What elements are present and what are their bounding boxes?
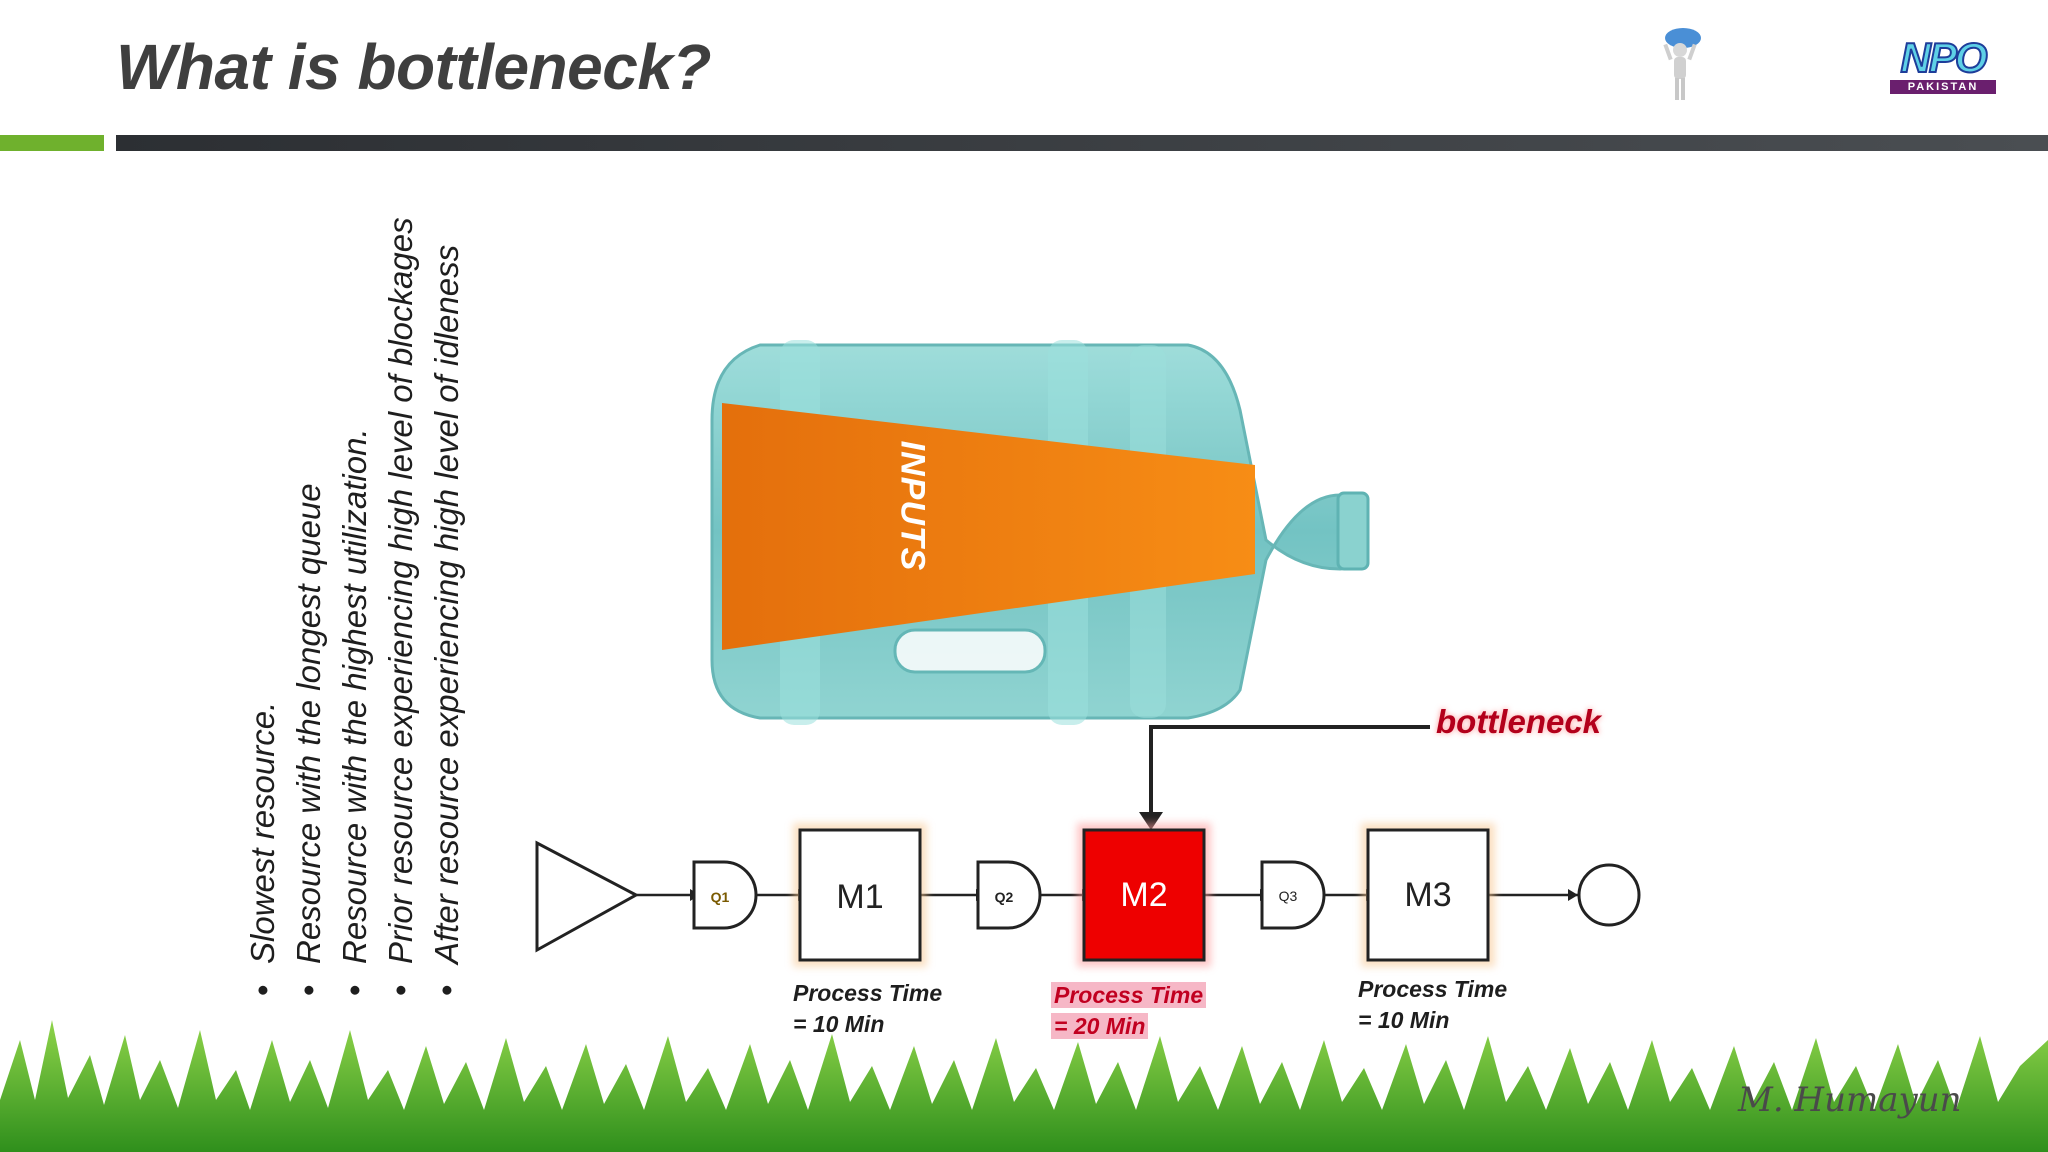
inputs-funnel bbox=[722, 403, 1255, 650]
slide-title: What is bottleneck? bbox=[116, 31, 712, 103]
machine-m1: M1 bbox=[793, 823, 927, 967]
m3-process-time: Process Time = 10 Min bbox=[1358, 974, 1507, 1036]
bottleneck-arrow bbox=[1139, 725, 1430, 830]
process-time-label: Process Time bbox=[1358, 976, 1508, 1002]
m1-process-time: Process Time = 10 Min bbox=[793, 978, 942, 1040]
person-figure-icon bbox=[1663, 28, 1701, 100]
process-time-value: = 20 Min bbox=[1051, 1013, 1149, 1039]
machine-m3: M3 bbox=[1361, 823, 1495, 967]
queue-q3: Q3 bbox=[1260, 860, 1326, 930]
inputs-label: INPUTS bbox=[893, 440, 932, 572]
bottleneck-label: bottleneck bbox=[1436, 703, 1602, 740]
process-time-value: = 10 Min bbox=[1358, 1007, 1450, 1033]
queue-q2: Q2 bbox=[976, 860, 1042, 930]
process-time-label: Process Time bbox=[1051, 982, 1207, 1008]
signature: M. Humayun bbox=[1738, 1080, 1962, 1120]
queue-label: Q2 bbox=[995, 889, 1014, 905]
queue-label: Q3 bbox=[1279, 888, 1298, 904]
title-divider-bar bbox=[116, 135, 2048, 151]
npo-logo-text: NPO bbox=[1899, 34, 1988, 81]
npo-logo: NPO PAKISTAN bbox=[1886, 34, 2000, 94]
title-accent-bar bbox=[0, 135, 104, 151]
process-time-label: Process Time bbox=[793, 980, 943, 1006]
sink-circle bbox=[1577, 863, 1641, 927]
queue-label: Q1 bbox=[711, 889, 730, 905]
machine-m2: M2 bbox=[1077, 823, 1211, 967]
queue-q1: Q1 bbox=[692, 860, 758, 930]
m2-process-time: Process Time = 20 Min bbox=[1051, 980, 1207, 1042]
process-time-value: = 10 Min bbox=[793, 1011, 885, 1037]
grass-decoration bbox=[0, 1020, 2048, 1152]
machine-label: M3 bbox=[1404, 876, 1451, 914]
npo-logo-subtext: PAKISTAN bbox=[1890, 80, 1996, 94]
machine-label: M1 bbox=[836, 878, 883, 916]
source-triangle bbox=[535, 840, 640, 953]
machine-label: M2 bbox=[1120, 876, 1167, 914]
